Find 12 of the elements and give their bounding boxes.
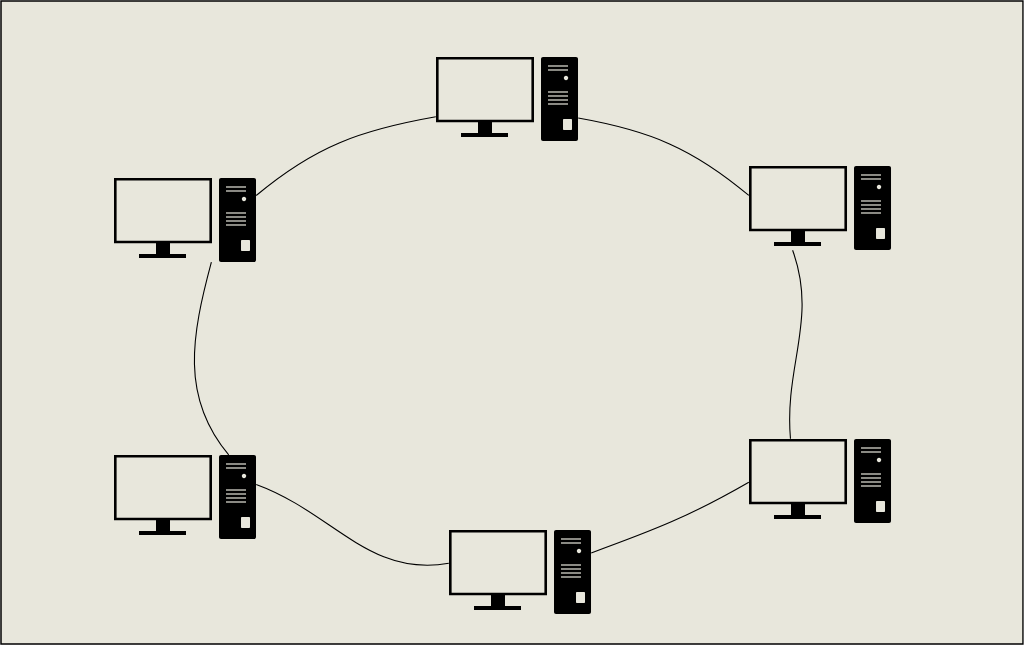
computer-drawing <box>749 439 891 523</box>
network-cable <box>255 483 450 566</box>
network-cable <box>255 116 437 197</box>
computer-drawing <box>749 166 891 250</box>
network-cable <box>193 261 230 456</box>
network-cable <box>789 249 803 440</box>
network-cable <box>590 481 750 554</box>
computer-drawing <box>114 178 256 262</box>
computer-drawing <box>114 455 256 539</box>
network-cable <box>577 117 750 196</box>
computer-drawing <box>436 57 578 141</box>
computer-drawing <box>449 530 591 614</box>
